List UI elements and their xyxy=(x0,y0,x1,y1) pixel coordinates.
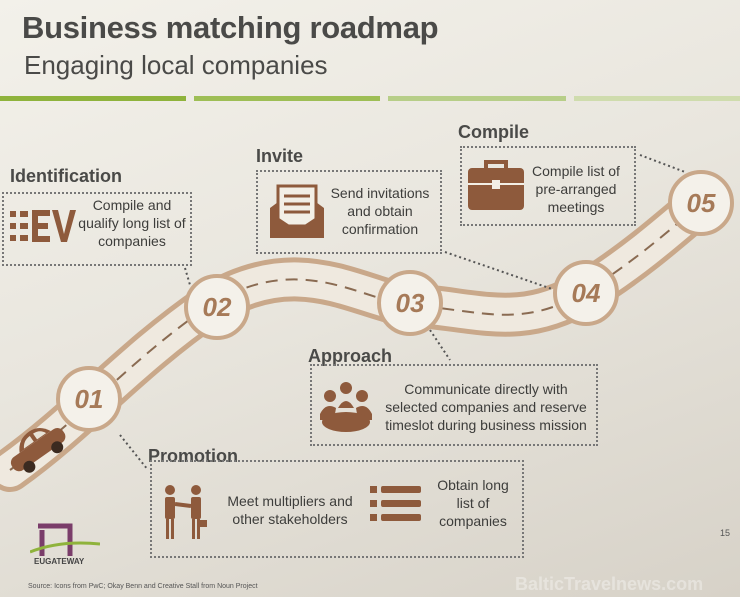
identification-text: Compile and qualify long list of compani… xyxy=(78,197,186,249)
watermark: BalticTravelnews.com xyxy=(515,574,704,594)
promotion-box xyxy=(150,460,524,558)
logo-text: EUGATEWAY xyxy=(34,557,85,566)
source-note: Source: Icons from PwC; Okay Benn and Cr… xyxy=(28,583,258,590)
ev-list-icon xyxy=(10,210,76,242)
approach-title: Approach xyxy=(308,346,393,366)
approach-text: Communicate directly with selected compa… xyxy=(385,381,587,433)
compile-box xyxy=(460,146,636,226)
step-04-marker: 04 xyxy=(553,260,619,326)
invite-title: Invite xyxy=(256,146,304,166)
identification-title: Identification xyxy=(10,166,122,186)
meeting-icon xyxy=(320,382,372,432)
step-05-marker: 05 xyxy=(668,170,734,236)
briefcase-icon xyxy=(468,160,524,210)
slide-title: Business matching roadmap xyxy=(22,10,439,45)
slide-subtitle: Engaging local companies xyxy=(24,50,328,80)
compile-text: Compile list of pre-arranged meetings xyxy=(532,163,620,215)
identification-box xyxy=(2,192,192,266)
car-icon xyxy=(10,427,66,473)
accent-rule-4 xyxy=(574,96,740,101)
step-02-marker: 02 xyxy=(184,274,250,340)
handshake-icon xyxy=(165,485,207,539)
step-03-marker: 03 xyxy=(377,270,443,336)
accent-rule-3 xyxy=(388,96,566,101)
eugateway-logo xyxy=(30,523,100,556)
accent-rule-2 xyxy=(194,96,380,101)
promotion-text-right: Obtain long list of companies xyxy=(437,477,509,529)
envelope-icon xyxy=(270,184,324,238)
accent-rule-1 xyxy=(0,96,186,101)
invite-box xyxy=(256,170,442,254)
promotion-text-left: Meet multipliers and other stakeholders xyxy=(227,493,353,527)
list-icon xyxy=(370,486,421,521)
page-number: 15 xyxy=(720,528,731,538)
invite-text: Send invitations and obtain confirmation xyxy=(330,185,430,237)
approach-box xyxy=(310,364,598,446)
step-01-marker: 01 xyxy=(56,366,122,432)
compile-title: Compile xyxy=(458,122,530,142)
